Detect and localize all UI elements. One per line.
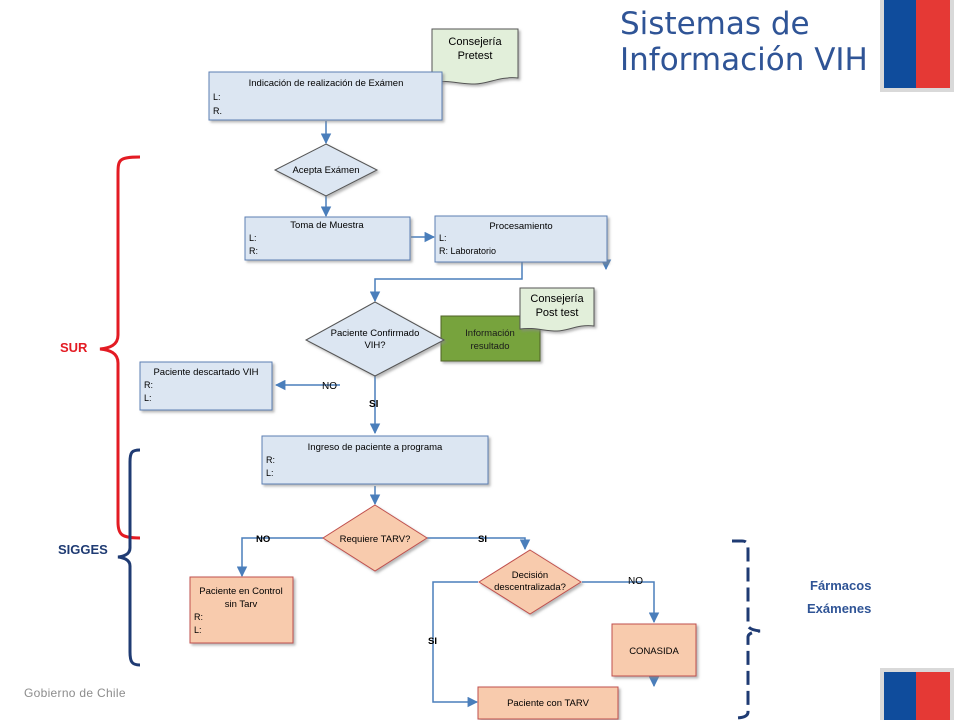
toma-title: Toma de Muestra bbox=[290, 220, 364, 231]
toma-r: R: bbox=[249, 246, 258, 256]
indicacion-r: R. bbox=[213, 106, 222, 116]
procesamiento-l: L: bbox=[439, 233, 447, 243]
sur-label: SUR bbox=[60, 340, 88, 355]
sur-bracket bbox=[99, 155, 141, 540]
consejeria-post-line1: Consejería bbox=[530, 293, 584, 305]
slide-title: Sistemas de Información VIH bbox=[620, 6, 868, 78]
consejeria-post-line2: Post test bbox=[536, 307, 579, 319]
edge-requiere-decision bbox=[427, 537, 531, 551]
edge-label-si3: SI bbox=[428, 636, 437, 647]
edge-label-si2: SI bbox=[478, 534, 487, 545]
bottom-flag-logo bbox=[880, 668, 954, 720]
confirmado-diamond bbox=[304, 301, 446, 377]
toma-box bbox=[244, 216, 411, 261]
control-line2: sin Tarv bbox=[225, 599, 258, 610]
control-r: R: bbox=[194, 612, 203, 622]
requiere-label: Requiere TARV? bbox=[340, 534, 411, 545]
indicacion-title: Indicación de realización de Exámen bbox=[249, 78, 404, 89]
indicacion-l: L: bbox=[213, 92, 221, 102]
control-l: L: bbox=[194, 625, 202, 635]
descartado-r: R: bbox=[144, 380, 153, 390]
edge-procesamiento-confirmado bbox=[369, 262, 523, 303]
farmacos-bracket bbox=[732, 539, 761, 720]
ingreso-l: L: bbox=[266, 468, 274, 478]
confirmado-line1: Paciente Confirmado bbox=[331, 328, 420, 339]
contarv-box bbox=[477, 686, 619, 720]
sigges-label: SIGGES bbox=[58, 542, 108, 557]
decision-diamond bbox=[478, 549, 582, 615]
procesamiento-title: Procesamiento bbox=[489, 221, 552, 232]
conasida-label: CONASIDA bbox=[629, 646, 679, 657]
requiere-diamond bbox=[322, 504, 428, 572]
title-line-2: Información VIH bbox=[620, 42, 868, 78]
examenes-label: Exámenes bbox=[807, 601, 872, 616]
control-line1: Paciente en Control bbox=[199, 586, 282, 597]
decision-line1: Decisión bbox=[512, 570, 548, 581]
edge-label-si1: SI bbox=[369, 399, 379, 410]
edge-decision-contarv bbox=[432, 581, 479, 708]
edge-label-no2: NO bbox=[256, 534, 270, 545]
informacion-line2: resultado bbox=[470, 341, 509, 352]
procesamiento-r: R: Laboratorio bbox=[439, 246, 496, 256]
acepta-label: Acepta Exámen bbox=[292, 165, 359, 176]
conasida-box bbox=[611, 623, 697, 677]
edge-requiere-control bbox=[236, 537, 323, 578]
sigges-bracket bbox=[117, 448, 141, 667]
edge-label-no1: NO bbox=[322, 381, 337, 392]
indicacion-box bbox=[208, 71, 443, 121]
ingreso-title: Ingreso de paciente a programa bbox=[308, 442, 443, 453]
descartado-box bbox=[139, 361, 273, 411]
consejeria-pretest-line2: Pretest bbox=[458, 50, 493, 62]
toma-l: L: bbox=[249, 233, 257, 243]
procesamiento-box bbox=[434, 215, 608, 263]
ingreso-r: R: bbox=[266, 455, 275, 465]
farmacos-label: Fármacos bbox=[810, 578, 872, 593]
edge-decision-conasida bbox=[582, 581, 660, 624]
consejeria-pretest-line1: Consejería bbox=[448, 36, 502, 48]
control-box bbox=[189, 576, 294, 644]
title-line-1: Sistemas de bbox=[620, 6, 810, 42]
confirmado-line2: VIH? bbox=[364, 340, 385, 351]
top-flag-logo bbox=[880, 0, 954, 92]
descartado-l: L: bbox=[144, 393, 152, 403]
footer-text: Gobierno de Chile bbox=[24, 686, 126, 700]
acepta-diamond bbox=[273, 143, 379, 197]
ingreso-box bbox=[261, 435, 489, 485]
consejeria-post-doc bbox=[519, 287, 595, 332]
edge-label-no3: NO bbox=[628, 576, 643, 587]
descartado-title: Paciente descartado VIH bbox=[153, 367, 258, 378]
informacion-line1: Información bbox=[465, 328, 515, 339]
decision-line2: descentralizada? bbox=[494, 582, 566, 593]
contarv-label: Paciente con TARV bbox=[507, 698, 590, 709]
